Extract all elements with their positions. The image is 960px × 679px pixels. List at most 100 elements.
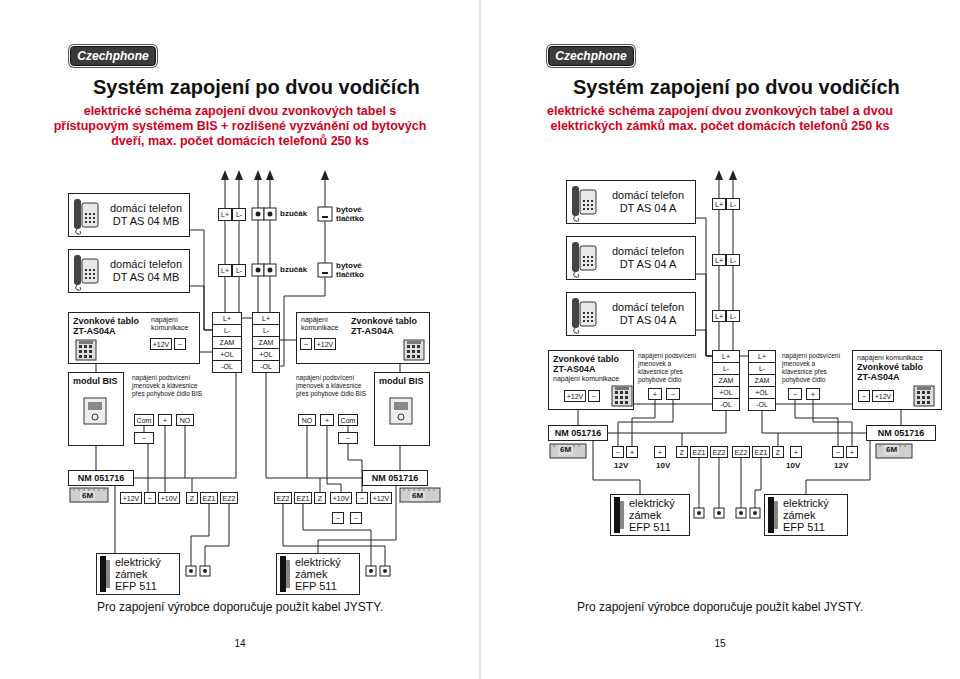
- phone-handset: [74, 199, 81, 229]
- power-supply-fin: [434, 489, 435, 491]
- connector-wire: [242, 318, 252, 319]
- terminal-label: Z: [186, 492, 198, 504]
- terminal-label: ~: [332, 512, 344, 524]
- connector-wire: [115, 486, 116, 553]
- phone-key: [583, 316, 585, 318]
- bis-sensor: [92, 414, 98, 420]
- connector-wire: [740, 356, 748, 357]
- wire: [325, 180, 326, 207]
- keypad-key: [917, 391, 920, 394]
- lock-strike: [286, 560, 290, 588]
- lock-body: [100, 556, 106, 592]
- phone-key: [591, 264, 593, 266]
- power-supply-fin: [429, 489, 430, 491]
- lock-box: elektrický zámek EFP 511: [96, 553, 180, 595]
- keypad-display: [917, 387, 931, 390]
- subtitle: elektrické schéma zapojení dvou zvonkový…: [530, 104, 910, 134]
- connector-wire: [696, 330, 712, 356]
- terminal-label: +12V: [564, 390, 586, 402]
- phone-key: [583, 256, 585, 258]
- buzzer-terminal: [264, 208, 276, 220]
- keypad-key: [620, 391, 623, 394]
- terminal-label: L+: [218, 208, 232, 221]
- node-text: ZAM: [749, 374, 775, 386]
- wire: [270, 220, 271, 264]
- node-text: +OL: [749, 386, 775, 398]
- phone-body: [580, 246, 596, 270]
- footnote: Pro zapojení výrobce doporučuje použít k…: [500, 600, 940, 614]
- keypad-key: [407, 345, 410, 348]
- door-button-key: [322, 272, 328, 274]
- node-text: NM 051716: [78, 473, 125, 483]
- phone-key: [583, 260, 585, 262]
- node-text: modul BIS: [379, 376, 425, 386]
- terminal-label: L+: [218, 264, 232, 277]
- phone-key: [583, 264, 585, 266]
- col-box: L+L-ZAM+OL-OL: [748, 350, 776, 411]
- terminal-label: L+: [712, 198, 726, 210]
- wire: [682, 433, 683, 446]
- module-size-label: 6M: [884, 445, 899, 455]
- phone-body: [580, 302, 596, 326]
- buzzer-terminal-dot: [256, 268, 261, 273]
- keypad-key: [417, 355, 420, 358]
- terminal-dot: [739, 511, 743, 515]
- bis-module: [390, 398, 412, 424]
- connector-wire: [593, 441, 640, 494]
- terminal-label: Com: [338, 414, 358, 426]
- wire: [741, 458, 742, 508]
- phone-body: [82, 203, 98, 227]
- keypad-panel: [76, 340, 96, 360]
- wire: [719, 210, 720, 254]
- phone-key: [583, 208, 585, 210]
- phone-key: [89, 273, 91, 275]
- node-text: elektrický zámek EFP 511: [783, 497, 833, 533]
- small-label: bytové tlačítko: [336, 261, 380, 279]
- page-number: 15: [700, 638, 740, 649]
- terminal-dot: [753, 511, 757, 515]
- bus-arrow: [221, 170, 229, 180]
- phone-key: [85, 277, 87, 279]
- connector-wire: [96, 446, 97, 470]
- keypad-key: [79, 350, 82, 353]
- col-box: L+L-ZAM+OL-OL: [252, 312, 280, 373]
- buzzer-terminal: [252, 264, 264, 276]
- phone-body: [580, 190, 596, 214]
- phone-key: [587, 264, 589, 266]
- node-text: +OL: [713, 386, 739, 398]
- terminal-label: ~: [356, 492, 368, 504]
- module-size-label: 6M: [558, 445, 573, 455]
- col-box: L+L-ZAM+OL-OL: [712, 350, 740, 411]
- terminal-square: [200, 566, 210, 576]
- terminal-label: L-: [726, 198, 740, 210]
- terminal-label: +12V: [370, 492, 392, 504]
- terminal-label: EZ2: [220, 492, 238, 504]
- terminal-label: +: [846, 446, 858, 458]
- node-text: domácí telefon DT AS 04 MB: [107, 202, 185, 228]
- wire: [191, 504, 209, 566]
- page-title: Systém zapojení po dvou vodičích: [93, 76, 420, 99]
- wire: [348, 444, 362, 492]
- keypad-key: [84, 345, 87, 348]
- keypad-key: [407, 350, 410, 353]
- bis-sensor: [398, 414, 404, 420]
- phone-key: [89, 221, 91, 223]
- node-text: ZAM: [713, 374, 739, 386]
- terminal-label: +: [158, 414, 172, 426]
- terminal-label: EZ2: [274, 492, 292, 504]
- phone-cord: [574, 328, 579, 333]
- wire: [270, 180, 271, 208]
- node-text: domácí telefon DT AS 04 A: [605, 301, 691, 327]
- node-text: L+: [749, 351, 775, 362]
- terminal-label: EZ1: [294, 492, 312, 504]
- wire: [778, 433, 779, 446]
- wire: [719, 266, 720, 310]
- phone-key: [85, 213, 87, 215]
- terminal-dot: [697, 511, 701, 515]
- bus-arrow: [321, 170, 329, 180]
- connector-wire: [806, 441, 870, 494]
- connector-wire: [776, 404, 852, 405]
- node-text: L-: [253, 324, 279, 336]
- phone-key: [587, 208, 589, 210]
- wire: [719, 180, 720, 198]
